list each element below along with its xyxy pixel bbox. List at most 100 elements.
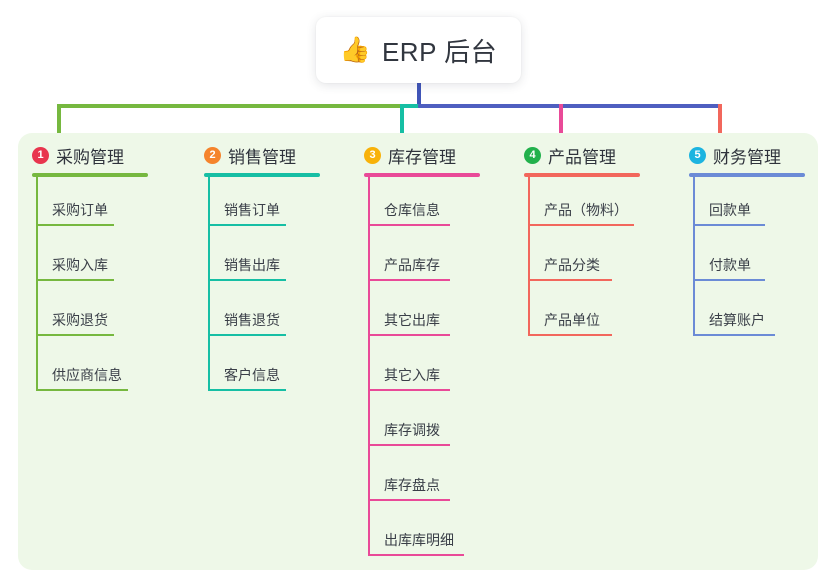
branch-item-rule [36, 279, 114, 281]
branch-item-label: 采购退货 [52, 312, 108, 328]
branch-item-label: 采购入库 [52, 257, 108, 273]
branch-item[interactable]: 回款单 [675, 177, 805, 232]
branch-header-rule [32, 173, 148, 177]
branch-drop-2 [400, 104, 404, 136]
branch-item-rule [208, 279, 286, 281]
branch-item-label: 其它出库 [384, 312, 440, 328]
branch-item-list: 产品（物料）产品分类产品单位 [510, 177, 640, 342]
branch-title: 产品管理 [548, 147, 616, 167]
branch-spine [36, 177, 38, 391]
branch-header-5[interactable]: 5 财务管理 [675, 143, 805, 167]
branch-item-label: 销售订单 [224, 202, 280, 218]
branch-spine [208, 177, 210, 391]
branch-item[interactable]: 供应商信息 [18, 342, 148, 397]
branch-item-rule [368, 224, 450, 226]
branch-header-1[interactable]: 1 采购管理 [18, 143, 148, 167]
branch-column-1: 1 采购管理采购订单采购入库采购退货供应商信息 [18, 143, 148, 397]
branch-item-rule [528, 279, 612, 281]
branch-number-badge: 1 [32, 146, 49, 164]
branch-header-3[interactable]: 3 库存管理 [350, 143, 480, 167]
branch-item[interactable]: 采购订单 [18, 177, 148, 232]
branch-drop-1 [57, 104, 61, 136]
branch-header-rule [524, 173, 640, 177]
thumbs-up-icon: 👍 [339, 35, 371, 64]
branch-item-rule [368, 334, 450, 336]
branch-item[interactable]: 结算账户 [675, 287, 805, 342]
branch-item-label: 付款单 [709, 257, 751, 273]
branch-item[interactable]: 其它出库 [350, 287, 480, 342]
branch-item-rule [208, 389, 286, 391]
branch-item-label: 出库库明细 [384, 532, 454, 548]
branch-item[interactable]: 产品单位 [510, 287, 640, 342]
branch-item-rule [208, 224, 286, 226]
branch-item-rule [368, 279, 450, 281]
branch-header-rule [364, 173, 480, 177]
branch-item-label: 回款单 [709, 202, 751, 218]
branch-item-label: 库存调拨 [384, 422, 440, 438]
branch-column-5: 5 财务管理回款单付款单结算账户 [675, 143, 805, 342]
branch-item-label: 仓库信息 [384, 202, 440, 218]
branch-item-rule [368, 444, 450, 446]
branch-spine [368, 177, 370, 556]
branch-item[interactable]: 付款单 [675, 232, 805, 287]
branch-item[interactable]: 产品库存 [350, 232, 480, 287]
branch-item-rule [693, 224, 765, 226]
branch-item-rule [36, 389, 128, 391]
branch-item-label: 产品库存 [384, 257, 440, 273]
branch-item[interactable]: 销售退货 [190, 287, 320, 342]
branch-title: 财务管理 [713, 147, 781, 167]
branch-column-2: 2 销售管理销售订单销售出库销售退货客户信息 [190, 143, 320, 397]
branches-panel [18, 133, 818, 570]
root-node-card[interactable]: 👍 ERP 后台 [316, 17, 521, 83]
branch-item[interactable]: 仓库信息 [350, 177, 480, 232]
branch-item-rule [36, 224, 114, 226]
branch-column-3: 3 库存管理仓库信息产品库存其它出库其它入库库存调拨库存盘点出库库明细 [350, 143, 480, 562]
root-trunk-connector [417, 83, 421, 107]
branch-item[interactable]: 采购退货 [18, 287, 148, 342]
branch-drop-4 [718, 104, 722, 136]
root-node-title: ERP 后台 [381, 36, 498, 67]
branch-item-list: 采购订单采购入库采购退货供应商信息 [18, 177, 148, 397]
branch-drop-3 [559, 104, 563, 136]
branch-item-rule [693, 279, 765, 281]
branch-item-label: 采购订单 [52, 202, 108, 218]
branch-item-rule [208, 334, 286, 336]
branch-item-label: 库存盘点 [384, 477, 440, 493]
branch-item[interactable]: 销售订单 [190, 177, 320, 232]
branch-item[interactable]: 产品分类 [510, 232, 640, 287]
branch-item-rule [368, 499, 450, 501]
branch-item-list: 销售订单销售出库销售退货客户信息 [190, 177, 320, 397]
branch-item-rule [368, 554, 464, 556]
branch-item[interactable]: 其它入库 [350, 342, 480, 397]
branch-item[interactable]: 产品（物料） [510, 177, 640, 232]
branch-item[interactable]: 销售出库 [190, 232, 320, 287]
branch-item-list: 回款单付款单结算账户 [675, 177, 805, 342]
branch-number-badge: 3 [364, 146, 381, 164]
branch-header-rule [204, 173, 320, 177]
branch-item-label: 产品单位 [544, 312, 600, 328]
branch-item-label: 其它入库 [384, 367, 440, 383]
branch-item[interactable]: 库存盘点 [350, 452, 480, 507]
branch-item-rule [528, 334, 612, 336]
branch-title: 销售管理 [228, 147, 296, 167]
branch-item[interactable]: 客户信息 [190, 342, 320, 397]
branch-item-label: 销售退货 [224, 312, 280, 328]
branch-number-badge: 2 [204, 146, 221, 164]
branch-title: 库存管理 [388, 147, 456, 167]
branch-item[interactable]: 库存调拨 [350, 397, 480, 452]
branch-number-badge: 5 [689, 146, 706, 164]
branch-item-rule [368, 389, 450, 391]
branch-header-2[interactable]: 2 销售管理 [190, 143, 320, 167]
branch-header-rule [689, 173, 805, 177]
branch-item[interactable]: 出库库明细 [350, 507, 480, 562]
branch-title: 采购管理 [56, 147, 124, 167]
branch-spine [528, 177, 530, 336]
branch-item-rule [528, 224, 634, 226]
branch-item[interactable]: 采购入库 [18, 232, 148, 287]
branch-item-list: 仓库信息产品库存其它出库其它入库库存调拨库存盘点出库库明细 [350, 177, 480, 562]
bus-connector-blue [418, 104, 720, 108]
branch-item-label: 销售出库 [224, 257, 280, 273]
